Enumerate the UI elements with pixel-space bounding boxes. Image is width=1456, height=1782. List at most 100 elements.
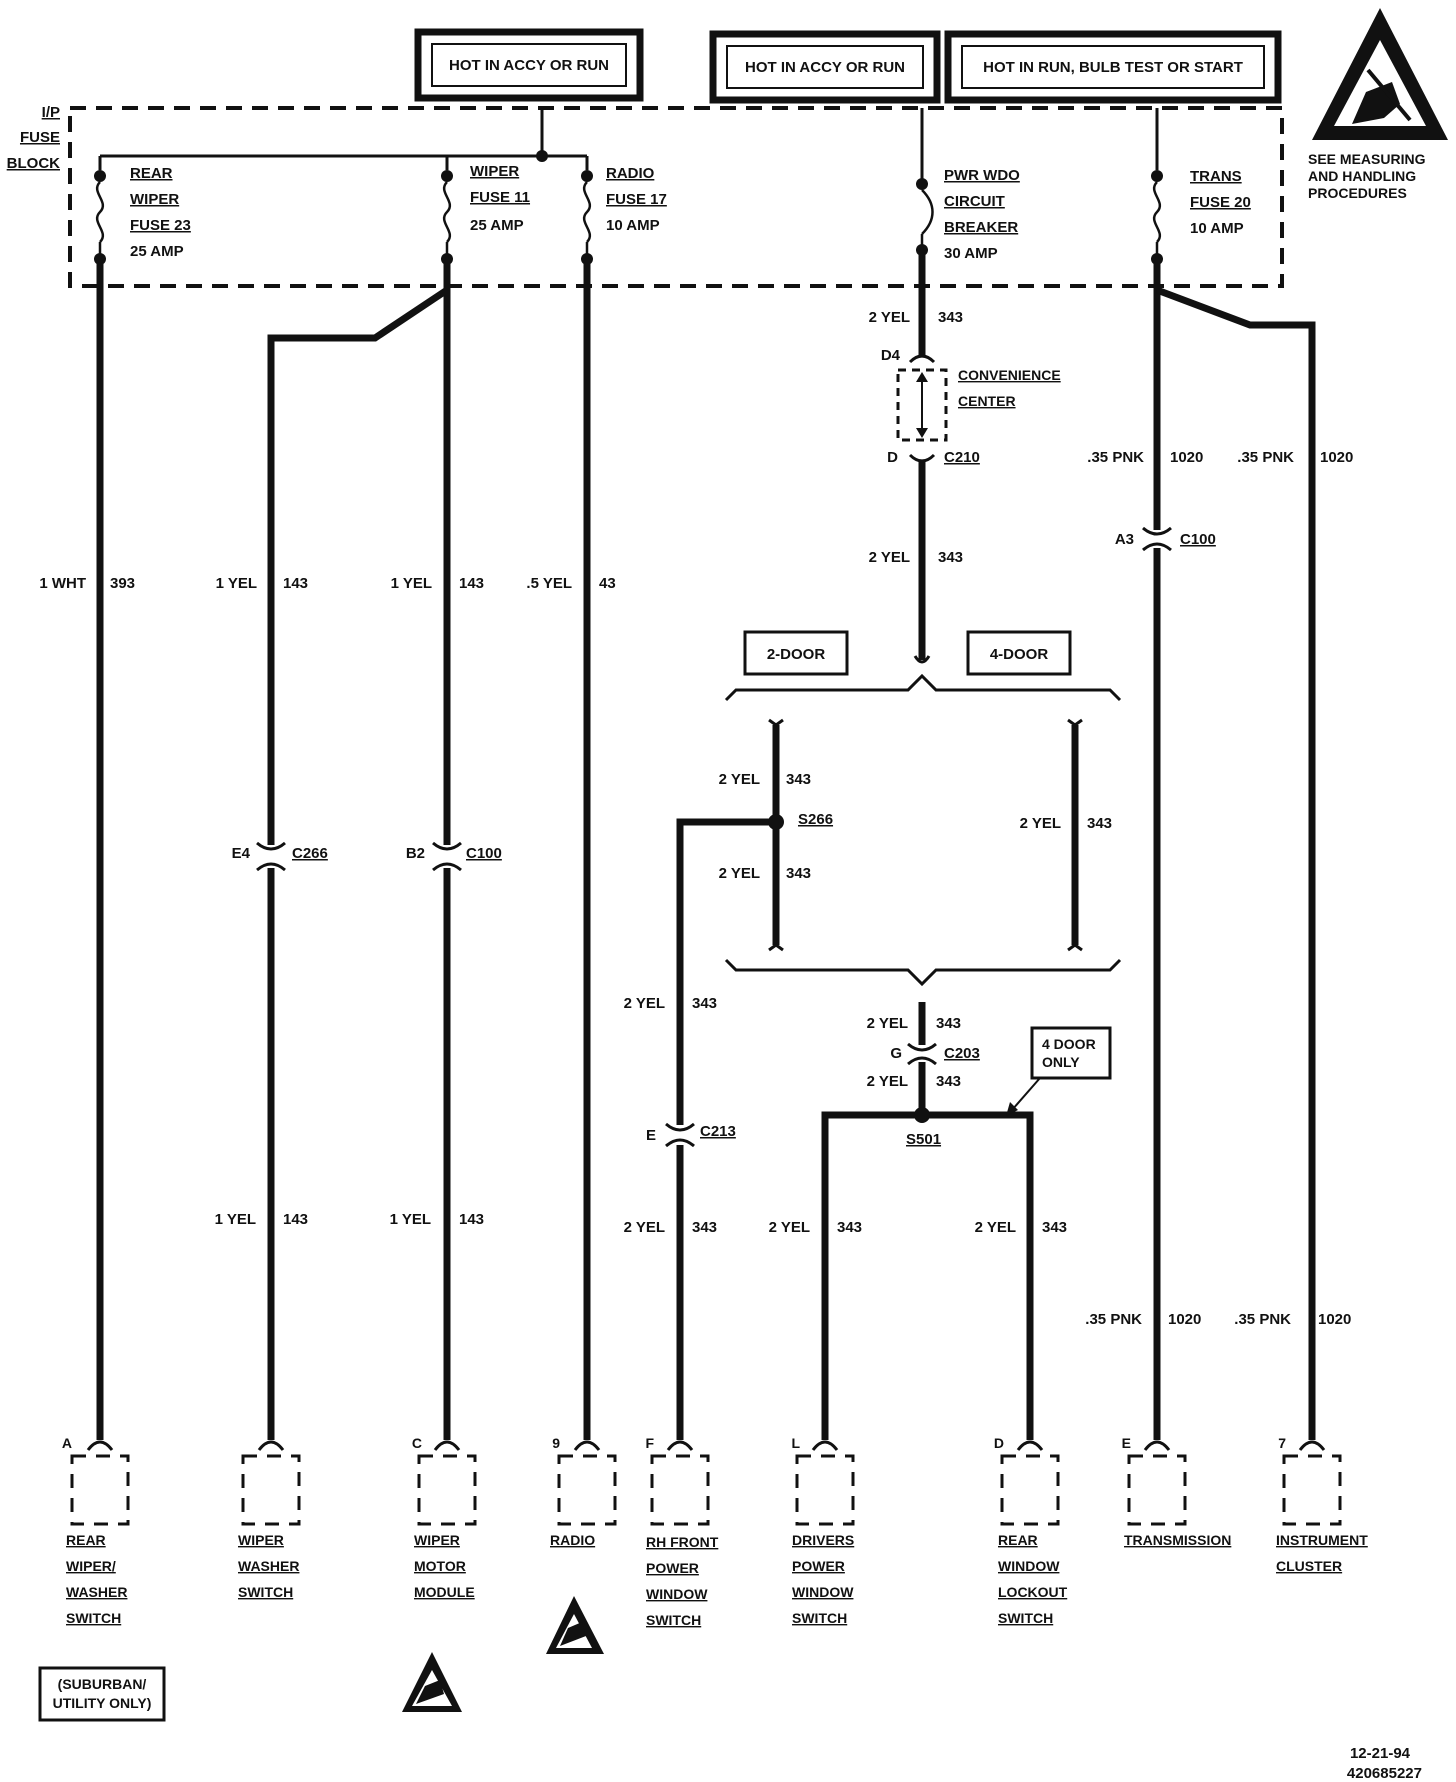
w343-drv-circuit: 343: [837, 1219, 862, 1236]
comp-2-pin: C: [412, 1435, 422, 1451]
esd-note-line-2: AND HANDLING: [1308, 168, 1416, 184]
w343-top-size: 2 YEL: [869, 309, 910, 326]
w343-c203-top-circuit: 343: [936, 1015, 961, 1032]
w343-rear-circuit: 343: [1042, 1219, 1067, 1236]
breaker-l4: 30 AMP: [944, 245, 998, 262]
c203-pin: G: [890, 1045, 902, 1062]
s501-label: S501: [906, 1131, 941, 1148]
w343-rh-up-size: 2 YEL: [624, 995, 665, 1012]
comp-1-l1: WIPER: [238, 1532, 284, 1548]
esd-warning-icon-small-1: [546, 1596, 604, 1654]
w343-rh-low-size: 2 YEL: [624, 1219, 665, 1236]
fuse-trans-l3: 10 AMP: [1190, 220, 1244, 237]
splice-s266-dot: [768, 814, 784, 830]
footer-code: 420685227: [1347, 1765, 1422, 1782]
c203-name: C203: [944, 1045, 980, 1062]
component-connectors: [70, 1440, 1342, 1526]
wire-harness: [96, 254, 1316, 1440]
w143a-low-size: 1 YEL: [215, 1211, 256, 1228]
comp-6-l4: SWITCH: [998, 1610, 1053, 1626]
c100a-pin: A3: [1115, 531, 1134, 548]
esd-warning-icon: [1312, 8, 1448, 140]
breaker-l3: BREAKER: [944, 219, 1018, 236]
w343-c203-bot-size: 2 YEL: [867, 1073, 908, 1090]
four-door-only-arrow: [1011, 1077, 1041, 1111]
comp-0-l2: WIPER/: [66, 1558, 116, 1574]
comp-2-l2: MOTOR: [414, 1558, 466, 1574]
comp-4-l2: POWER: [646, 1560, 699, 1576]
comp-3-l1: RADIO: [550, 1532, 595, 1548]
c213-pin: E: [646, 1127, 656, 1144]
comp-8-l2: CLUSTER: [1276, 1558, 1342, 1574]
d4-pin: D4: [881, 347, 901, 364]
w1020b-low-size: .35 PNK: [1234, 1311, 1291, 1328]
esd-note-line-3: PROCEDURES: [1308, 185, 1407, 201]
w1020b-top-circuit: 1020: [1320, 449, 1353, 466]
comp-6-l2: WINDOW: [998, 1558, 1060, 1574]
footer-date: 12-21-94: [1350, 1745, 1411, 1762]
fuse-radio-l3: 10 AMP: [606, 217, 660, 234]
w343-mid-circuit: 343: [938, 549, 963, 566]
w143b-circuit: 143: [459, 575, 484, 592]
header-box-middle: HOT IN ACCY OR RUN: [709, 30, 941, 104]
w393-circuit: 393: [110, 575, 135, 592]
fuse-rear-wiper-l4: 25 AMP: [130, 243, 184, 260]
comp-5-l3: WINDOW: [792, 1584, 854, 1600]
conv-center-l2: CENTER: [958, 393, 1016, 409]
w343-4d-circuit: 343: [1087, 815, 1112, 832]
w143b-low-size: 1 YEL: [390, 1211, 431, 1228]
w343-top-circuit: 343: [938, 309, 963, 326]
w393-size: 1 WHT: [39, 575, 86, 592]
comp-8-pin: 7: [1278, 1435, 1286, 1451]
w43-size: .5 YEL: [526, 575, 572, 592]
w343-2d-bot-size: 2 YEL: [719, 865, 760, 882]
four-door-only-l2: ONLY: [1042, 1054, 1080, 1070]
w143a-size: 1 YEL: [216, 575, 257, 592]
esd-note-line-1: SEE MEASURING: [1308, 151, 1426, 167]
w343-4d-size: 2 YEL: [1020, 815, 1061, 832]
comp-7-l1: TRANSMISSION: [1124, 1532, 1231, 1548]
header-box-left: HOT IN ACCY OR RUN: [414, 28, 644, 102]
fuse-radio-l2: FUSE 17: [606, 191, 667, 208]
comp-8-l1: INSTRUMENT: [1276, 1532, 1368, 1548]
w343-2d-top-circuit: 343: [786, 771, 811, 788]
comp-0-pin: A: [62, 1435, 72, 1451]
fuse-block-label-1: I/P: [42, 104, 60, 121]
option-brace-top: [724, 673, 1122, 702]
fuse-block-label-2: FUSE: [20, 129, 60, 146]
four-door-only-box: [1030, 1026, 1112, 1080]
comp-4-pin: F: [645, 1435, 654, 1451]
fuse-block-bus: [98, 108, 1159, 180]
w1020a-low-size: .35 PNK: [1085, 1311, 1142, 1328]
w43-circuit: 43: [599, 575, 616, 592]
w143a-low-circuit: 143: [283, 1211, 308, 1228]
suburban-note-box: [38, 1666, 166, 1722]
header-left-text: HOT IN ACCY OR RUN: [449, 57, 609, 74]
fuse-radio-l1: RADIO: [606, 165, 655, 182]
comp-4-l3: WINDOW: [646, 1586, 708, 1602]
w143b-low-circuit: 143: [459, 1211, 484, 1228]
header-right-text: HOT IN RUN, BULB TEST OR START: [983, 59, 1243, 76]
header-box-right: HOT IN RUN, BULB TEST OR START: [944, 30, 1282, 104]
fuse-rear-wiper-l1: REAR: [130, 165, 173, 182]
comp-0-l4: SWITCH: [66, 1610, 121, 1626]
comp-6-l3: LOCKOUT: [998, 1584, 1068, 1600]
esd-warning-icon-small-2: [402, 1652, 462, 1712]
fuse-wiper-l3: 25 AMP: [470, 217, 524, 234]
fuse-block-outline: [68, 106, 1284, 288]
comp-4-l1: RH FRONT: [646, 1534, 719, 1550]
conv-center-l1: CONVENIENCE: [958, 367, 1061, 383]
comp-5-l4: SWITCH: [792, 1610, 847, 1626]
comp-2-l3: MODULE: [414, 1584, 475, 1600]
c100b-pin: B2: [406, 845, 425, 862]
circuit-breaker-pwr-wdo: [916, 178, 934, 256]
splice-s501-dot: [914, 1107, 930, 1123]
two-door-box: [743, 630, 849, 676]
comp-0-l1: REAR: [66, 1532, 106, 1548]
c100a-name: C100: [1180, 531, 1216, 548]
fuse-radio: [581, 170, 593, 265]
comp-4-l4: SWITCH: [646, 1612, 701, 1628]
breaker-l1: PWR WDO: [944, 167, 1020, 184]
comp-2-l1: WIPER: [414, 1532, 460, 1548]
